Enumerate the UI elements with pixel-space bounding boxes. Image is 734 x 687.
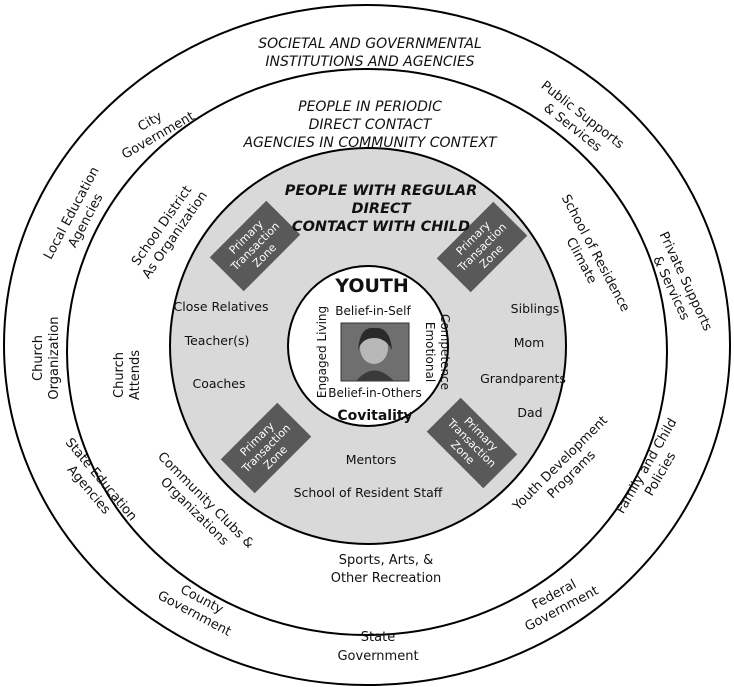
inner-right-item: Mom xyxy=(514,335,545,350)
center-top: Belief-in-Self xyxy=(335,304,411,318)
inner-title-line2: DIRECT xyxy=(351,201,411,217)
inner-left-item: Coaches xyxy=(192,376,245,391)
outer-title-line1: SOCIETAL AND GOVERNMENTAL xyxy=(258,36,482,52)
svg-text:State: State xyxy=(361,630,395,645)
svg-text:Church: Church xyxy=(112,352,127,398)
label-church-attends: Church Attends xyxy=(112,350,143,400)
inner-left-item: Close Relatives xyxy=(174,299,269,314)
middle-title-line3: AGENCIES IN COMMUNITY CONTEXT xyxy=(242,135,497,151)
svg-text:Attends: Attends xyxy=(128,350,143,400)
center-bottom: Belief-in-Others xyxy=(328,386,422,400)
inner-right-item: Dad xyxy=(517,405,542,420)
svg-text:Emotional: Emotional xyxy=(423,322,437,382)
youth-photo xyxy=(340,322,410,382)
outer-title-line2: INSTITUTIONS AND AGENCIES xyxy=(265,54,474,70)
middle-title-line2: DIRECT CONTACT xyxy=(309,117,433,133)
svg-text:Government: Government xyxy=(337,649,418,664)
center-label: Covitality xyxy=(337,408,412,424)
svg-text:Sports, Arts, &: Sports, Arts, & xyxy=(339,553,433,568)
svg-text:Competence: Competence xyxy=(438,314,452,390)
svg-text:Organization: Organization xyxy=(47,316,62,399)
center-right: Emotional Competence xyxy=(423,314,452,390)
inner-right-item: Siblings xyxy=(511,301,560,316)
inner-title-line1: PEOPLE WITH REGULAR xyxy=(285,183,478,199)
inner-bottom-item: Mentors xyxy=(346,452,397,467)
svg-text:Engaged Living: Engaged Living xyxy=(315,306,329,398)
label-sports-arts: Sports, Arts, & Other Recreation xyxy=(331,553,442,586)
svg-text:Other Recreation: Other Recreation xyxy=(331,571,442,586)
inner-right-item: Grandparents xyxy=(480,371,566,386)
inner-left-item: Teacher(s) xyxy=(184,333,250,348)
center-left: Engaged Living xyxy=(315,306,329,398)
label-church-organization: Church Organization xyxy=(31,316,62,399)
inner-bottom-item: School of Resident Staff xyxy=(294,485,443,500)
inner-title-line3: CONTACT WITH CHILD xyxy=(292,219,470,235)
center-title: YOUTH xyxy=(334,275,409,297)
svg-text:Church: Church xyxy=(31,335,46,381)
middle-title-line1: PEOPLE IN PERIODIC xyxy=(298,99,442,115)
label-state-government: State Government xyxy=(337,630,418,664)
